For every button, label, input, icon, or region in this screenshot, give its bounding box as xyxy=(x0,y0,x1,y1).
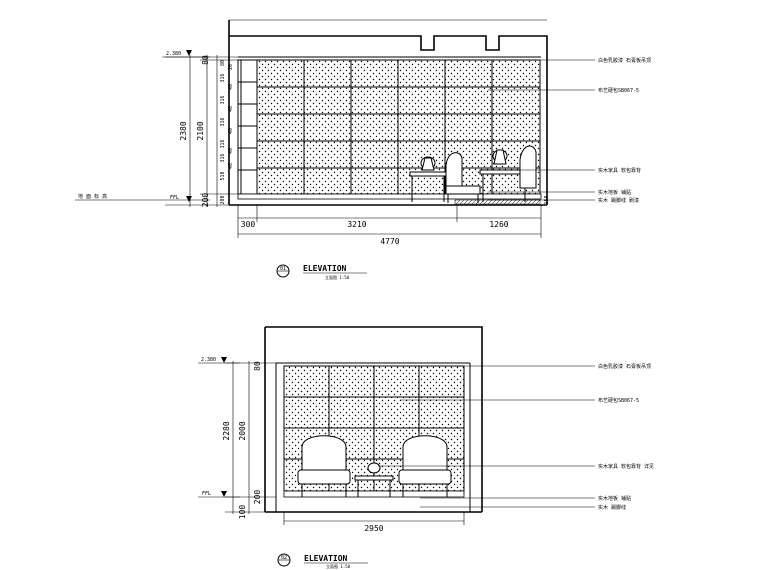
level-marker-ffl-b: FFL xyxy=(198,491,240,498)
dim-200-b: 200 xyxy=(253,490,262,505)
svg-text:40: 40 xyxy=(228,106,234,112)
title-sub-b: 立面图 1:50 xyxy=(326,563,351,569)
svg-text:316: 316 xyxy=(220,153,226,162)
annotation-furniture: 实木家具 软包靠背 xyxy=(598,167,641,174)
dim-2950: 2950 xyxy=(364,524,383,533)
annotation-fabric: 布艺硬包SB067-5 xyxy=(598,87,639,94)
title-number: 01 xyxy=(280,266,286,272)
level-ffl-label: FFL xyxy=(170,195,179,201)
svg-text:316: 316 xyxy=(220,139,226,148)
annotation-baseboard: 实木 踢脚线 刷漆 xyxy=(598,197,639,204)
floor-side-note: 地 面 标 高 xyxy=(78,193,107,200)
svg-text:40: 40 xyxy=(228,84,234,90)
title-text-b: ELEVATION xyxy=(304,554,348,563)
elevation-bottom: 2280 2000 80 200 100 2.380 FFL 2950 xyxy=(198,326,654,569)
svg-text:40: 40 xyxy=(228,128,234,134)
dim-wall-height-b: 2000 xyxy=(238,421,247,440)
title-number-b: 02 xyxy=(281,555,287,561)
dim-top-80-b: 80 xyxy=(253,361,262,371)
baseboard xyxy=(237,193,542,200)
annotation-floor: 实木地板 铺贴 xyxy=(598,189,631,196)
svg-text:40: 40 xyxy=(228,148,234,154)
furniture-group-top xyxy=(409,145,537,203)
dim-horizontal-bottom: 2950 xyxy=(283,512,465,533)
level-top-value: 2.380 xyxy=(166,51,181,57)
view-title-top: 01 ELEVATION 立面图 1:50 xyxy=(276,264,367,280)
svg-text:316: 316 xyxy=(220,95,226,104)
annotation-ceiling-b: 白色乳胶漆 石膏板吊顶 xyxy=(598,363,651,370)
baseboard-bottom xyxy=(283,490,465,498)
svg-text:200: 200 xyxy=(220,195,226,204)
view-title-bottom: 02 ELEVATION 立面图 1:50 xyxy=(277,553,368,569)
dim-1260: 1260 xyxy=(489,220,508,229)
annotation-baseboard-b: 实木 踢脚线 xyxy=(598,504,626,511)
svg-text:80: 80 xyxy=(220,60,226,66)
annotations-top: 白色乳胶漆 石膏板吊顶 布艺硬包SB067-5 实木家具 软包靠背 实木地板 铺… xyxy=(483,57,651,204)
panel-dim-chain: 80 20 316 40 316 40 316 40 316 40 316 40… xyxy=(220,60,234,205)
dim-300: 300 xyxy=(241,220,256,229)
annotation-floor-b: 实木地板 铺贴 xyxy=(598,495,631,502)
svg-text:40: 40 xyxy=(228,163,234,169)
svg-text:510: 510 xyxy=(220,171,226,180)
annotation-fabric-b: 布艺硬包SB067-5 xyxy=(598,397,639,404)
title-sub: 立面图 1:50 xyxy=(325,274,350,280)
bookshelf xyxy=(237,59,258,195)
level-top-value-b: 2.380 xyxy=(201,357,216,363)
level-marker-top-b: 2.380 xyxy=(198,357,240,364)
dim-wall-height: 2100 xyxy=(196,121,205,140)
dim-vertical-bottom: 2280 2000 80 200 100 xyxy=(222,361,276,519)
svg-text:20: 20 xyxy=(228,64,234,70)
annotation-ceiling: 白色乳胶漆 石膏板吊顶 xyxy=(598,57,651,64)
ceiling-profile-bottom xyxy=(264,326,483,512)
dim-total-height-b: 2280 xyxy=(222,421,231,440)
dim-total-height: 2380 xyxy=(179,121,188,140)
level-marker-ffl: FFL 地 面 标 高 xyxy=(75,193,210,202)
level-marker-top: 2.380 xyxy=(162,50,210,58)
annotations-bottom: 白色乳胶漆 石膏板吊顶 布艺硬包SB067-5 实木家具 软包靠背 详见 实木地… xyxy=(378,363,654,511)
dim-3210: 3210 xyxy=(347,220,366,229)
furniture-group-bottom xyxy=(297,435,452,497)
annotation-furniture-b: 实木家具 软包靠背 详见 xyxy=(598,463,654,470)
title-text: ELEVATION xyxy=(303,264,347,273)
dim-top-80: 80 xyxy=(201,55,210,65)
svg-text:316: 316 xyxy=(220,117,226,126)
panel-grid xyxy=(257,60,540,194)
rug xyxy=(454,199,541,205)
level-ffl-label-b: FFL xyxy=(202,491,211,497)
ceiling-profile xyxy=(228,20,548,205)
svg-text:316: 316 xyxy=(220,73,226,82)
dim-total-width: 4770 xyxy=(380,237,399,246)
elevation-top: 2380 2100 80 200 80 20 316 40 316 40 316… xyxy=(75,19,651,280)
dim-100-b: 100 xyxy=(238,505,247,520)
